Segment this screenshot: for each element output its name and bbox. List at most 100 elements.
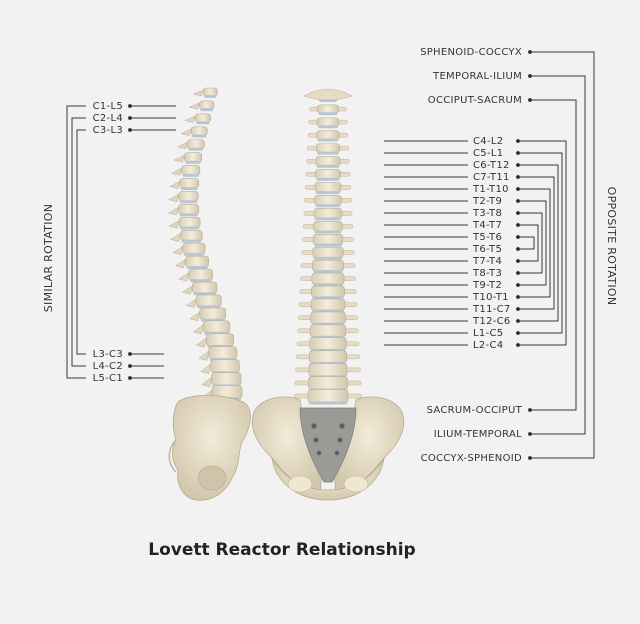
side-process — [181, 285, 193, 295]
side-process — [195, 337, 207, 348]
side-pelvis — [168, 395, 251, 501]
opposite-middle-label: C6-T12 — [473, 160, 510, 171]
connector-dot — [516, 235, 520, 239]
opposite-rotation-label: OPPOSITE ROTATION — [605, 186, 618, 306]
front-pelvis — [251, 396, 405, 501]
front-disc — [315, 204, 341, 208]
connector-line — [518, 176, 555, 310]
connector-dot — [516, 271, 520, 275]
connector-dots — [128, 50, 532, 460]
side-vertebra — [178, 217, 201, 228]
front-spine-illustration — [251, 88, 405, 501]
side-disc — [181, 239, 202, 243]
opposite-middle-label: T5-T6 — [473, 232, 503, 243]
front-vertebra — [314, 195, 342, 206]
connector-line — [530, 99, 577, 411]
connector-dot — [516, 187, 520, 191]
side-spine-illustration — [167, 87, 251, 501]
opposite-top-label-1: SPHENOID-COCCYX — [420, 47, 522, 58]
front-vertebra — [309, 350, 347, 364]
opposite-top-label-3: OCCIPUT-SACRUM — [427, 95, 522, 106]
side-disc — [188, 147, 204, 151]
front-vertebra — [310, 311, 346, 324]
connector-dot — [516, 295, 520, 299]
atlas — [303, 88, 353, 101]
connector-dot — [128, 116, 132, 120]
connector-dot — [528, 408, 532, 412]
opposite-bottom-label-2: ILIUM-TEMPORAL — [433, 429, 522, 440]
connector-dot — [128, 352, 132, 356]
connector-dot — [128, 104, 132, 108]
opposite-bottom-label-3: COCCYX-SPHENOID — [420, 453, 522, 464]
connector-dot — [516, 259, 520, 263]
side-disc — [179, 213, 198, 217]
connector-dot — [528, 74, 532, 78]
connector-dot — [528, 432, 532, 436]
side-disc — [193, 292, 216, 296]
front-disc — [316, 164, 340, 168]
side-process — [178, 272, 190, 282]
side-process — [198, 350, 210, 361]
front-vertebra — [313, 221, 343, 232]
similar-bottom-label-1: L3-C3 — [92, 349, 123, 360]
front-disc — [314, 230, 342, 234]
side-disc — [200, 108, 213, 112]
side-process — [169, 232, 181, 242]
front-vertebra — [312, 259, 344, 272]
side-process — [176, 141, 188, 150]
side-disc — [196, 121, 210, 125]
front-vertebra — [310, 298, 346, 311]
side-vertebra — [195, 294, 222, 307]
similar-top-label-1: C1-L5 — [92, 101, 123, 112]
side-process — [173, 154, 185, 163]
front-disc — [315, 217, 341, 221]
opposite-middle-label: T10-T1 — [473, 292, 509, 303]
side-disc — [204, 95, 217, 98]
connector-dot — [516, 163, 520, 167]
opposite-middle-label: T12-C6 — [473, 316, 511, 327]
side-process — [168, 193, 180, 203]
side-process — [192, 89, 204, 97]
connector-dot — [516, 331, 520, 335]
front-vertebra — [317, 104, 339, 114]
side-vertebra — [187, 139, 205, 149]
connector-dot — [516, 175, 520, 179]
side-vertebra — [180, 229, 203, 241]
side-vertebra — [178, 204, 200, 215]
connector-line — [518, 188, 551, 298]
connector-dot — [128, 376, 132, 380]
side-vertebra — [198, 100, 215, 110]
similar-top-label-2: C2-L4 — [92, 113, 123, 124]
front-disc — [313, 256, 343, 260]
side-disc — [183, 252, 205, 256]
side-process — [188, 102, 200, 110]
front-vertebra — [308, 363, 348, 377]
similar-bottom-label-3: L5-C1 — [92, 373, 123, 384]
side-process — [189, 311, 201, 322]
side-process — [200, 363, 212, 374]
side-process — [180, 128, 192, 136]
side-disc — [182, 173, 199, 177]
connector-dot — [516, 343, 520, 347]
front-vertebra — [307, 389, 349, 403]
front-disc — [317, 151, 339, 155]
opposite-middle-label: C7-T11 — [473, 172, 510, 183]
side-vertebra — [179, 178, 199, 189]
front-disc — [312, 283, 344, 287]
opposite-middle-label: T3-T8 — [473, 208, 503, 219]
side-process — [192, 324, 204, 335]
opposite-middle-label: C5-L1 — [473, 148, 504, 159]
front-vertebra — [316, 117, 340, 127]
connector-dot — [128, 364, 132, 368]
front-disc — [318, 125, 338, 129]
similar-rotation-label: SIMILAR ROTATION — [42, 203, 55, 313]
front-vertebra — [315, 156, 341, 167]
similar-top-label-3: C3-L3 — [92, 125, 123, 136]
side-disc — [180, 226, 200, 230]
side-vertebra — [185, 255, 209, 268]
side-vertebra — [210, 359, 240, 373]
opposite-middle-label: T4-T7 — [473, 220, 503, 231]
opposite-middle-label: T9-T2 — [473, 280, 503, 291]
connector-line — [76, 129, 86, 355]
connector-dot — [516, 139, 520, 143]
